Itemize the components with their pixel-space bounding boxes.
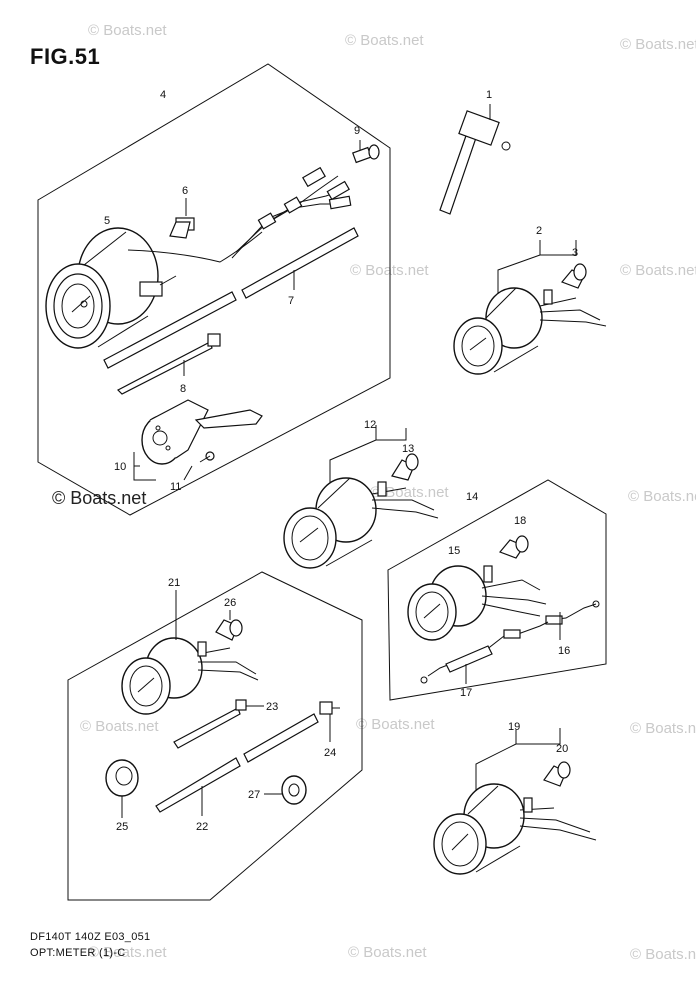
gauge-21 (121, 590, 259, 715)
group-frame-14 (387, 479, 607, 701)
gauge-2 (453, 240, 607, 375)
harness-wires (231, 166, 352, 259)
gauge-12 (283, 425, 439, 569)
callout-24: 24 (324, 747, 336, 759)
gauge-15 (407, 535, 547, 641)
callout-16: 16 (558, 645, 570, 657)
callout-1: 1 (486, 89, 492, 101)
cable-tie-23 (173, 699, 264, 749)
callout-labels: 1 2 3 4 5 6 7 8 9 10 11 12 13 14 15 16 1… (104, 89, 578, 833)
watermark: © Boats.net (630, 946, 696, 963)
bracket-leader (133, 452, 193, 481)
bracket-10 (141, 399, 263, 465)
callout-2: 2 (536, 225, 542, 237)
watermark: © Boats.net (80, 718, 159, 735)
callout-11: 11 (170, 481, 181, 493)
gauge-19 (433, 728, 597, 875)
footer-caption: OPT:METER (1)-C (30, 947, 126, 959)
screw-11 (199, 451, 215, 463)
watermark-strong: © Boats.net (52, 488, 147, 508)
figure-title: FIG.51 (30, 44, 101, 69)
callout-13: 13 (402, 443, 414, 455)
callout-26: 26 (224, 597, 236, 609)
callout-17: 17 (460, 687, 472, 699)
watermark: © Boats.net (620, 36, 696, 53)
callout-15: 15 (448, 545, 460, 557)
footer-model-code: DF140T 140Z E03_051 (30, 931, 151, 943)
callout-25: 25 (116, 821, 128, 833)
callout-10: 10 (114, 461, 126, 473)
callout-6: 6 (182, 185, 188, 197)
callout-4: 4 (160, 89, 166, 101)
watermark: © Boats.net (348, 944, 427, 961)
callout-21: 21 (168, 577, 180, 589)
callout-8: 8 (180, 383, 186, 395)
connector-24 (319, 701, 340, 742)
callout-14: 14 (466, 491, 478, 503)
hose-7 (103, 227, 359, 369)
bulb-9 (352, 140, 380, 164)
callout-7: 7 (288, 295, 294, 307)
watermark: © Boats.net (88, 22, 167, 39)
watermark: © Boats.net (370, 484, 449, 501)
callout-27: 27 (248, 789, 260, 801)
group-frame-21 (67, 571, 363, 901)
callout-18: 18 (514, 515, 526, 527)
grommet-27 (264, 775, 307, 805)
watermark: © Boats.net (356, 716, 435, 733)
bezel-25 (105, 759, 139, 818)
watermark: © Boats.net (628, 488, 696, 505)
cable-tie-8 (116, 333, 221, 395)
group-frame-4 (37, 63, 391, 516)
watermark: © Boats.net (88, 944, 167, 961)
callout-23: 23 (266, 701, 278, 713)
hose-22 (155, 713, 319, 816)
callout-9: 9 (354, 125, 360, 137)
bulb-6 (169, 198, 195, 239)
callout-12: 12 (364, 419, 376, 431)
sensor-1 (439, 104, 511, 215)
callout-22: 22 (196, 821, 208, 833)
watermark: © Boats.net (620, 262, 696, 279)
callout-5: 5 (104, 215, 110, 227)
gauge-5 (45, 227, 263, 349)
bulb-26 (215, 610, 243, 641)
callout-20: 20 (556, 743, 568, 755)
callout-3: 3 (572, 247, 578, 259)
callout-19: 19 (508, 721, 520, 733)
watermark: © Boats.net (345, 32, 424, 49)
watermark: © Boats.net (350, 262, 429, 279)
watermark: © Boats.net (630, 720, 696, 737)
harness-16 (420, 600, 600, 684)
